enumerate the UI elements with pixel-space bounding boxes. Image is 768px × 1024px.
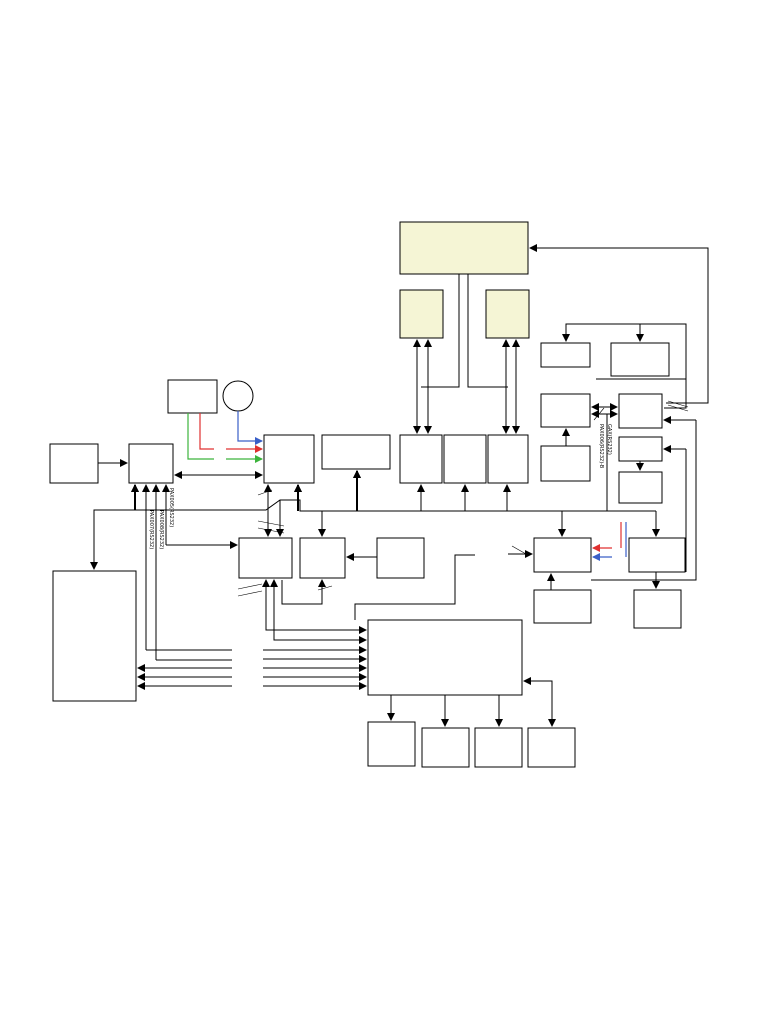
lower-block-1: [238, 537, 293, 579]
tick-mark: [257, 527, 285, 534]
right-block-7: [618, 471, 663, 504]
tick-mark: [511, 545, 527, 555]
right-block-2: [610, 342, 670, 377]
right-side-line: [596, 378, 687, 409]
channel-block-3: [487, 434, 529, 484]
lower1-to-mc-a: [262, 579, 367, 634]
top-feedback-line: [529, 244, 709, 404]
mux-block: [128, 443, 174, 484]
tick-mark: [667, 400, 689, 408]
lower1-to-mc-b: [270, 579, 367, 644]
output-block-1: [367, 721, 416, 767]
lower-right-block-4: [633, 589, 682, 629]
center-block-2: [321, 434, 391, 470]
green-signal-line: [187, 413, 214, 460]
mc-to-out4: [523, 677, 556, 727]
top-main-block: [399, 221, 529, 275]
bus-label-e: GAX(RS232): [606, 424, 612, 455]
lower-right-block-3: [533, 589, 592, 624]
channel-block-1: [399, 434, 443, 484]
red-signal-line: [199, 413, 214, 450]
signal-source-circle: [222, 380, 254, 412]
lower-right-block-2: [628, 537, 686, 573]
lower-block-2: [299, 537, 346, 579]
mc-up-link: [354, 554, 475, 620]
top-right-sub-block: [485, 289, 530, 339]
left-block: [49, 443, 99, 484]
top-to-channel1-line: [421, 274, 460, 388]
right-block-5: [540, 445, 591, 482]
bus-label-c: PAX005(RS232): [168, 488, 174, 527]
right-block-6: [618, 436, 663, 462]
lower-right-block-1: [533, 537, 592, 573]
right-outer-loop: [591, 420, 697, 581]
tick-mark: [237, 590, 263, 597]
sensor-block: [167, 379, 218, 414]
top-to-channel3-line: [467, 274, 508, 388]
right-block-1: [540, 342, 591, 368]
output-block-3: [474, 727, 523, 768]
output-block-4: [527, 727, 576, 768]
right-top-bus-line: [562, 323, 687, 379]
tick-mark: [237, 583, 263, 590]
center-block-1: [263, 434, 315, 484]
output-block-2: [421, 727, 470, 768]
bus-label-d: PAX006(RS232)-B: [598, 424, 604, 469]
lower-block-3: [376, 537, 425, 579]
lower1-lower2-link: [281, 579, 326, 605]
main-controller-block: [367, 619, 523, 696]
tick-mark: [317, 585, 333, 591]
tick-mark: [667, 404, 689, 412]
tick-mark: [257, 520, 285, 527]
large-left-block: [52, 570, 137, 702]
channel-block-2: [443, 434, 487, 484]
top-left-sub-block: [399, 289, 444, 339]
blue-signal-line: [237, 411, 263, 445]
tick-mark: [257, 489, 273, 496]
right-block-3: [540, 393, 591, 428]
bus-label-a: PAX007(RS232): [148, 510, 154, 549]
bus-label-b: PAX008(RS232): [158, 510, 164, 549]
right-block-4: [618, 393, 663, 429]
tick-mark: [593, 407, 605, 421]
